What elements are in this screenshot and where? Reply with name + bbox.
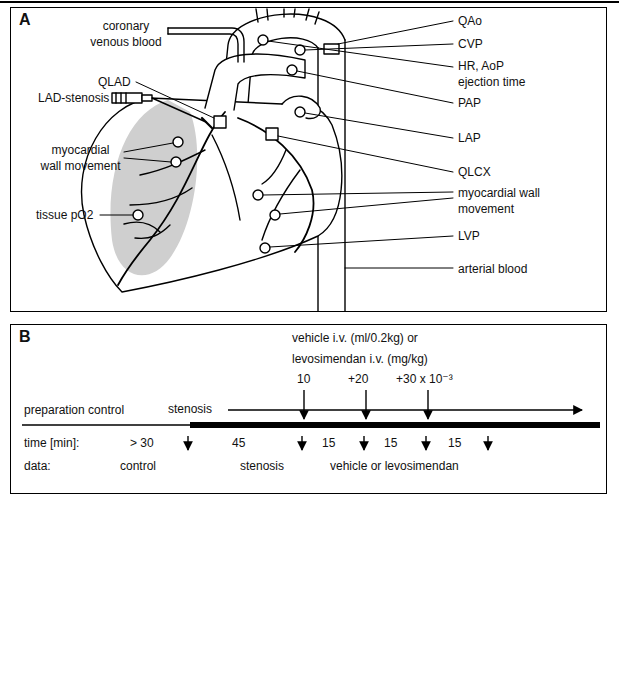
figure-label: QLAD	[98, 75, 131, 91]
figure-label: 10	[297, 372, 310, 388]
figure-label: HR, AoP ejection time	[458, 59, 538, 90]
figure-label: vehicle or levosimendan	[330, 459, 459, 475]
figure-label: 15	[448, 436, 461, 452]
figure-label: stenosis	[240, 459, 284, 475]
figure-label: QAo	[458, 14, 482, 30]
figure-label: > 30	[130, 436, 154, 452]
figure-label: tissue pO2	[36, 208, 93, 224]
figure-label: 45	[232, 436, 245, 452]
figure-label: LVP	[458, 229, 480, 245]
figure-label: 15	[322, 436, 335, 452]
figure-label: coronary venous blood	[86, 19, 166, 50]
panel-letter: A	[11, 8, 39, 32]
figure-label: arterial blood	[458, 262, 527, 278]
figure-label: time [min]:	[24, 436, 79, 452]
figure-label: data:	[24, 459, 51, 475]
figure-label: LAP	[458, 131, 481, 147]
figure-label: myocardial wall movement	[40, 143, 121, 174]
figure-label: vehicle i.v. (ml/0.2kg) or	[292, 331, 418, 347]
figure-label: levosimendan i.v. (mg/kg)	[292, 352, 428, 368]
figure-label: CVP	[458, 37, 483, 53]
figure-label: myocardial wall movement	[458, 186, 558, 217]
figure-label: +20	[348, 372, 368, 388]
figure-label: preparation control	[24, 403, 124, 419]
figure-label: LAD-stenosis	[38, 91, 109, 107]
figure-label: stenosis	[168, 402, 212, 418]
figure-label: QLCX	[458, 165, 491, 181]
figure-label: +30 x 10⁻³	[396, 372, 453, 388]
figure-label: control	[120, 459, 156, 475]
figure-label: PAP	[458, 96, 481, 112]
figure-label: 15	[384, 436, 397, 452]
panel-letter: B	[11, 325, 39, 349]
